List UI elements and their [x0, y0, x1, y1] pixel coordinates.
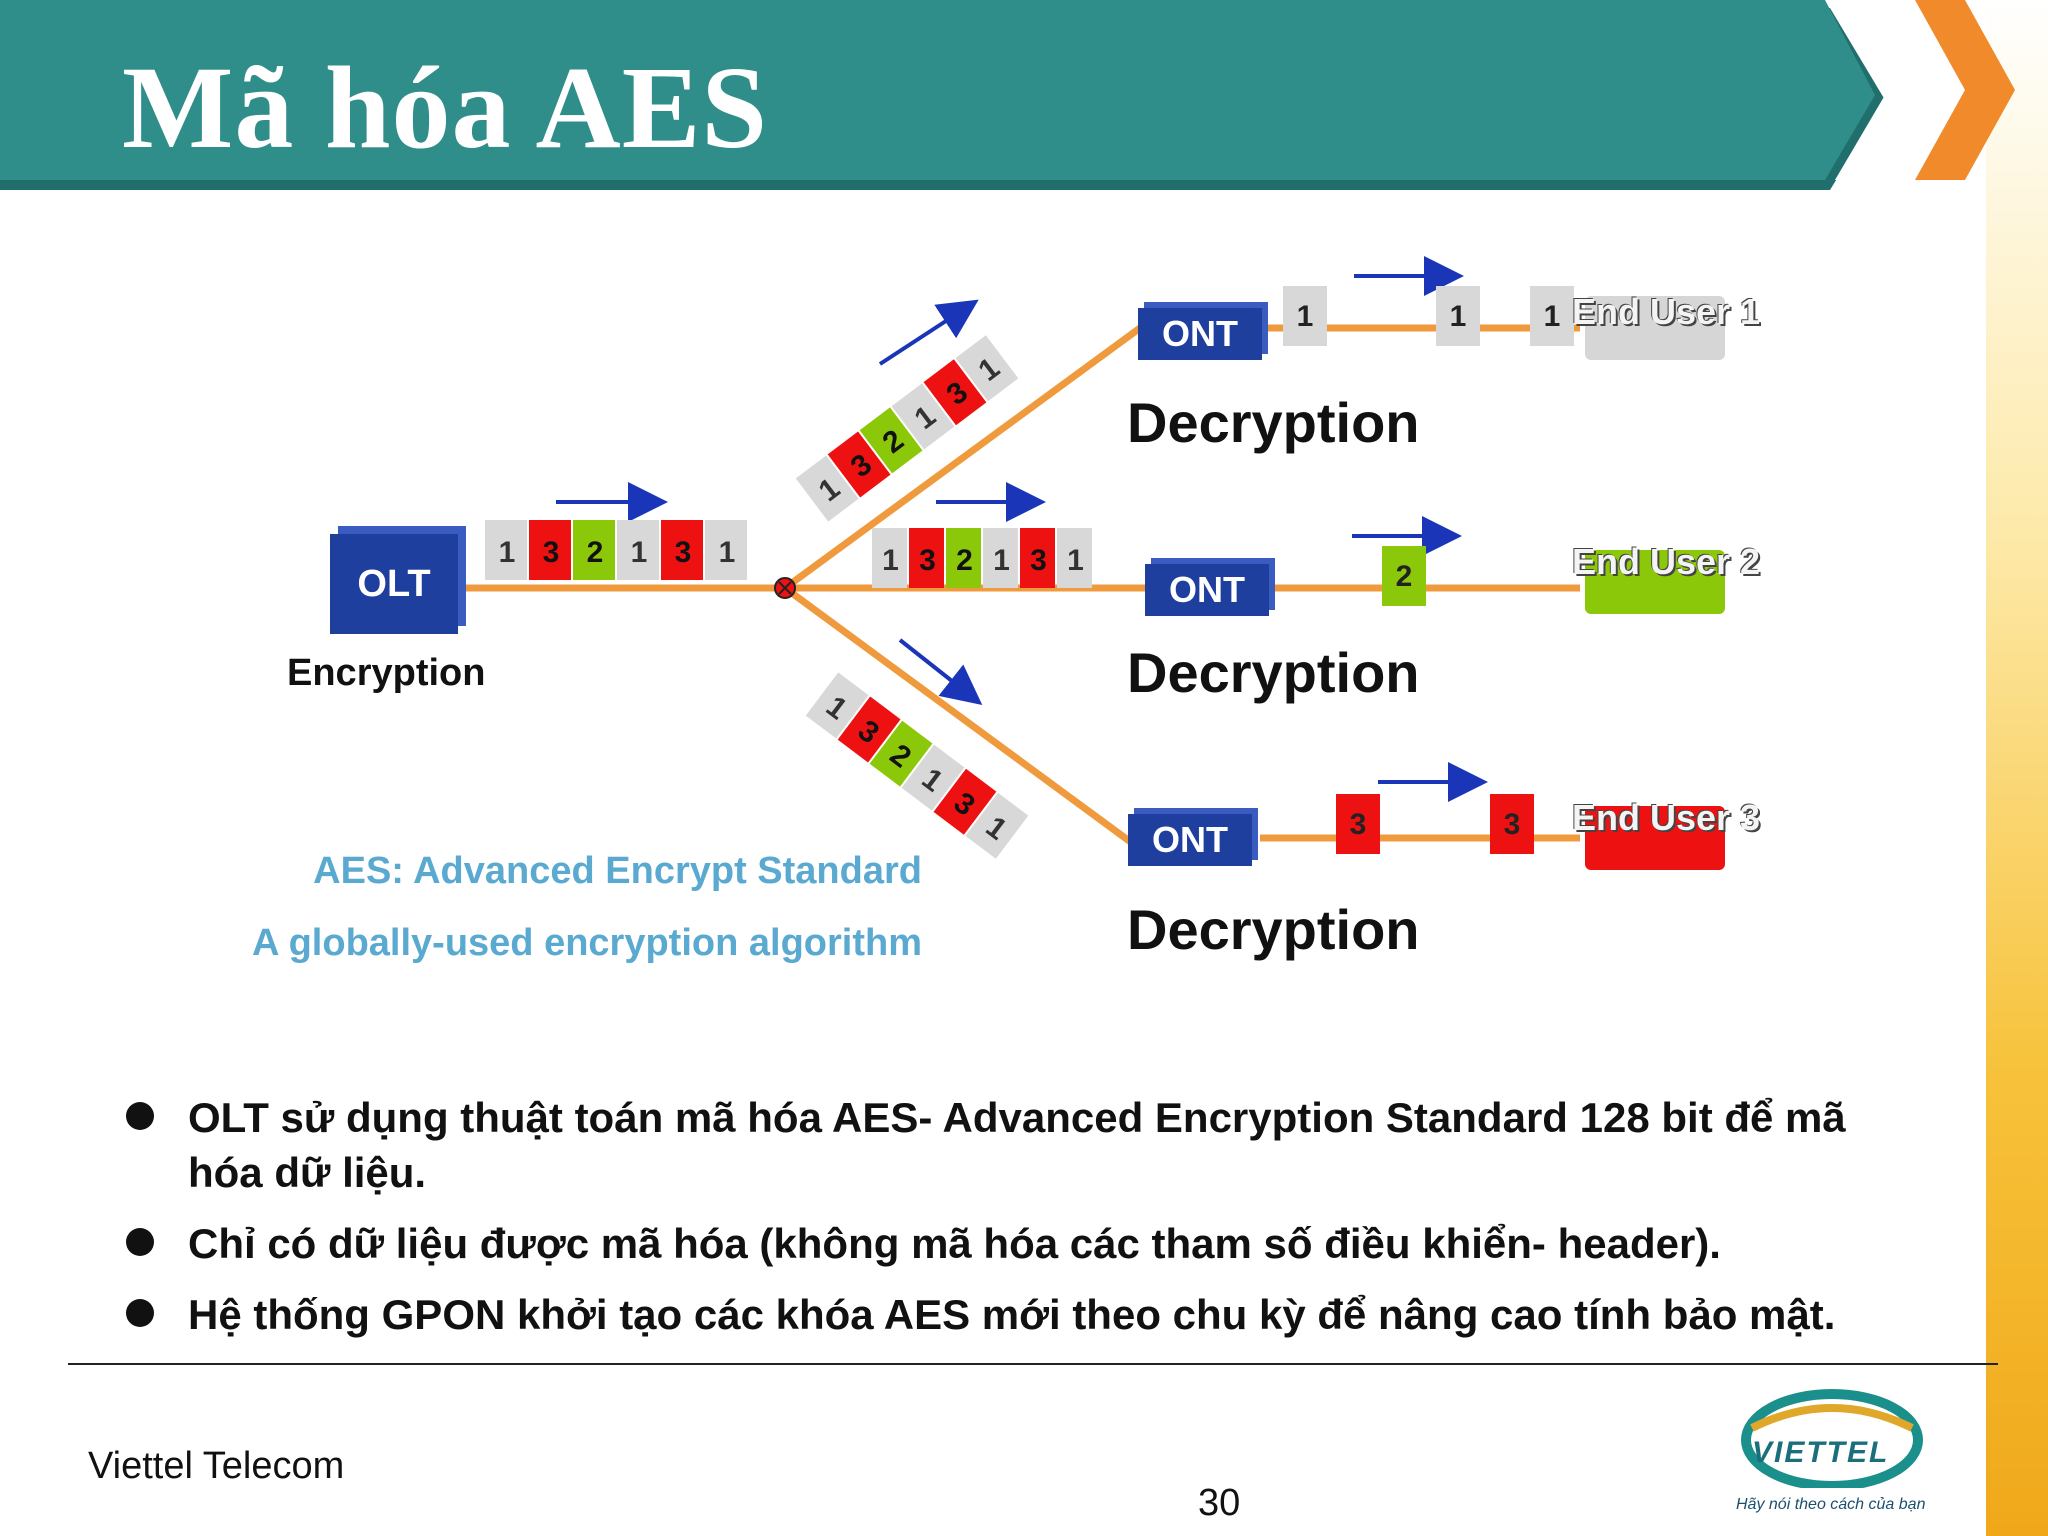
svg-text:3: 3: [1504, 808, 1521, 841]
packet-cell: [933, 768, 997, 835]
bullet-item-1: OLT sử dụng thuật toán mã hóa AES- Advan…: [126, 1090, 1886, 1200]
packet-number: 3: [543, 536, 560, 569]
user3-packet-1: 3: [1336, 794, 1380, 854]
viettel-logo: VIETTEL Hãy nói theo cách của bạn: [1732, 1378, 1932, 1528]
packet-cell: [872, 528, 907, 588]
ont-node-2: ONT: [1145, 564, 1269, 616]
bullet-dot: [126, 1102, 154, 1130]
footer-divider: [68, 1363, 1998, 1365]
svg-text:1: 1: [1297, 300, 1314, 333]
bullet-item-2: Chỉ có dữ liệu được mã hóa (không mã hóa…: [126, 1216, 1886, 1271]
page-number: 30: [1198, 1482, 1241, 1524]
packet-cell: [869, 720, 933, 787]
packet-number: 1: [631, 536, 648, 569]
bullet-list: OLT sử dụng thuật toán mã hóa AES- Advan…: [126, 1090, 1886, 1358]
encryption-label: Encryption: [287, 652, 486, 694]
packet-number: 2: [587, 536, 604, 569]
bullet-dot: [126, 1228, 154, 1256]
packet-number: 3: [919, 544, 936, 577]
branch-fiber-3: [782, 585, 1135, 846]
packet-number: 1: [1067, 544, 1084, 577]
decryption-label-2: Decryption: [1127, 641, 1420, 704]
packet-cell: [805, 672, 869, 739]
packet-cell: [909, 528, 944, 588]
end-user-box-1: [1585, 296, 1725, 360]
packet-number: 1: [993, 544, 1010, 577]
packet-cell: [891, 383, 955, 450]
packet-cell: [795, 455, 859, 522]
splitter-x2: [778, 581, 792, 595]
packet-number: 1: [499, 536, 516, 569]
banner-white-chevron: [1835, 0, 1955, 180]
packet-cell: [955, 335, 1019, 402]
end-user-label-2: End User 2: [1572, 541, 1761, 582]
packet-cell: [1057, 528, 1092, 588]
packet-cell: [901, 744, 965, 811]
packet-number: 3: [1030, 544, 1047, 577]
packet-number: 3: [675, 536, 692, 569]
packet-cell: [705, 520, 747, 580]
bullet-text-2: Chỉ có dữ liệu được mã hóa (không mã hóa…: [188, 1220, 1721, 1267]
svg-text:3: 3: [1350, 808, 1367, 841]
user1-packet-2: 1: [1436, 286, 1480, 346]
packet-cell: [946, 528, 981, 588]
logo-wordmark: VIETTEL: [1752, 1436, 1890, 1469]
logo-swoosh-icon: [1741, 1389, 1923, 1488]
bullet-text-3: Hệ thống GPON khởi tạo các khóa AES mới …: [188, 1291, 1836, 1338]
packet-cell: [837, 696, 901, 763]
packet-cell: [661, 520, 703, 580]
end-user-label-1: End User 1: [1572, 291, 1761, 332]
aes-note-line-1: AES: Advanced Encrypt Standard: [313, 850, 922, 892]
packet-cell: [965, 792, 1029, 859]
packet-cell: [529, 520, 571, 580]
ont-node-1: ONT: [1138, 308, 1262, 360]
banner-orange-chevron: [1915, 0, 2015, 180]
packet-cell: [859, 407, 923, 474]
arrow-branch-1: [878, 299, 979, 366]
decryption-label-3: Decryption: [1127, 898, 1420, 961]
packet-number: 1: [719, 536, 736, 569]
packet-number: 2: [956, 544, 973, 577]
arrow-branch-3: [898, 638, 983, 705]
end-user-label-3: End User 3: [1572, 797, 1761, 838]
user3-packet-2: 3: [1490, 794, 1534, 854]
bullet-item-3: Hệ thống GPON khởi tạo các khóa AES mới …: [126, 1287, 1886, 1342]
packet-cell: [983, 528, 1018, 588]
packet-number: 1: [882, 544, 899, 577]
svg-text:1: 1: [1544, 300, 1561, 333]
bullet-dot: [126, 1299, 154, 1327]
bullet-text-1: OLT sử dụng thuật toán mã hóa AES- Advan…: [188, 1094, 1846, 1196]
user1-packet-1: 1: [1283, 286, 1327, 346]
ont-node-3: ONT: [1128, 814, 1252, 866]
olt-node: OLT: [330, 534, 458, 634]
decryption-label-1: Decryption: [1127, 391, 1420, 454]
packet-cell: [573, 520, 615, 580]
logo-tagline: Hãy nói theo cách của bạn: [1736, 1496, 1926, 1513]
aes-note-line-2: A globally-used encryption algorithm: [252, 922, 922, 964]
svg-text:2: 2: [1396, 560, 1413, 593]
end-user-box-2: [1585, 550, 1725, 614]
packet-cell: [485, 520, 527, 580]
user2-packet-1: 2: [1382, 546, 1426, 606]
user1-packet-3: 1: [1530, 286, 1574, 346]
packet-cell: [827, 431, 891, 498]
packet-cell: [617, 520, 659, 580]
packet-cell: [923, 359, 987, 426]
title-banner: [0, 0, 2015, 190]
side-gradient-bar: [1986, 0, 2048, 1536]
svg-text:1: 1: [1450, 300, 1467, 333]
packet-cell: [1020, 528, 1055, 588]
banner-band: [0, 0, 1875, 180]
slide-title: Mã hóa AES: [122, 42, 769, 173]
branch-fiber-1: [782, 325, 1143, 591]
end-user-box-3: [1585, 806, 1725, 870]
footer-company: Viettel Telecom: [88, 1445, 345, 1487]
